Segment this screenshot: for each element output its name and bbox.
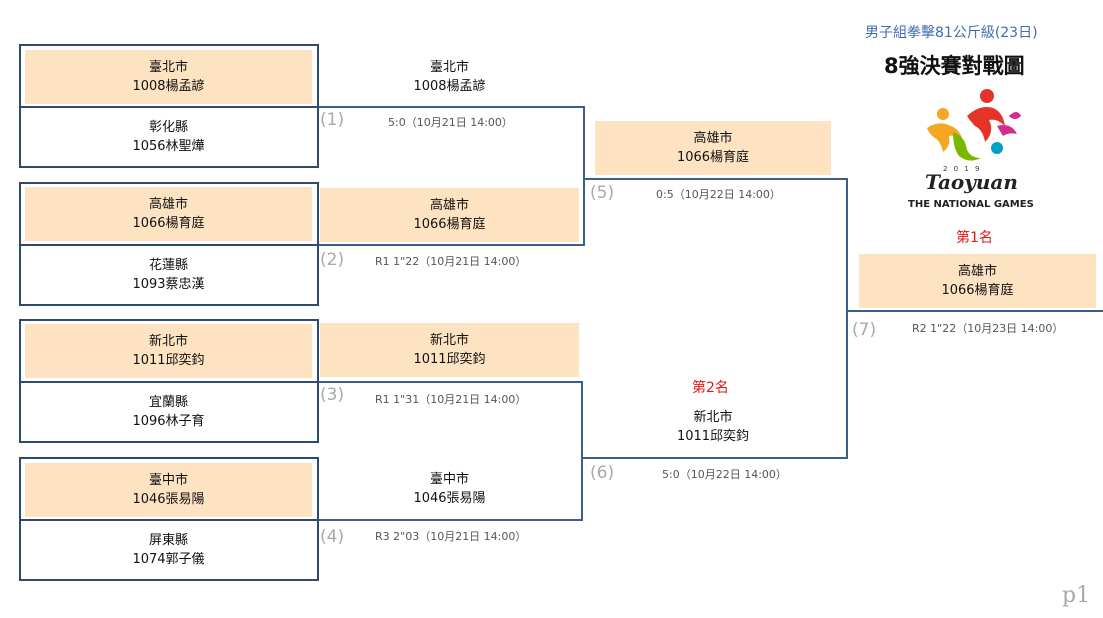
entrant-name: 1074郭子儀 — [132, 552, 205, 567]
winner-name: 1011邱奕鈞 — [413, 352, 486, 367]
connector-line — [319, 244, 585, 246]
connector-line — [583, 178, 848, 180]
winner-city: 新北市 — [429, 333, 469, 348]
logo-year: 2 0 1 9 — [943, 165, 982, 173]
match-result: R1 1"22（10月21日 14:00） — [375, 255, 527, 268]
entrant-slot-8: 屏東縣 1074郭子儀 — [25, 523, 312, 577]
entrant-slot-6: 宜蘭縣 1096林子育 — [25, 385, 312, 439]
connector-line — [581, 381, 583, 521]
connector-line — [319, 106, 585, 108]
entrant-city: 屏東縣 — [148, 533, 188, 548]
winner-city: 臺中市 — [429, 472, 469, 487]
match-result: 5:0（10月22日 14:00） — [662, 468, 787, 481]
entrant-city: 彰化縣 — [148, 120, 188, 135]
divider — [19, 106, 319, 108]
match-result: R2 1"22（10月23日 14:00） — [912, 322, 1064, 335]
winner-name: 1066楊育庭 — [413, 217, 486, 232]
first-place-label: 第1名 — [956, 230, 993, 246]
semifinal-winner-1: 高雄市 1066楊育庭 — [595, 121, 831, 175]
round1-winner-4: 臺中市 1046張易陽 — [320, 462, 579, 516]
round1-winner-1: 臺北市 1008楊孟諺 — [320, 50, 579, 104]
connector-line — [319, 381, 583, 383]
champion-name: 1066楊育庭 — [941, 283, 1014, 298]
champion-city: 高雄市 — [957, 264, 997, 279]
entrant-city: 花蓮縣 — [148, 258, 188, 273]
entrant-name: 1046張易陽 — [132, 492, 205, 507]
round1-winner-2: 高雄市 1066楊育庭 — [320, 188, 579, 242]
event-subtitle: 男子組拳擊81公斤級(23日) — [865, 25, 1038, 41]
champion-slot: 高雄市 1066楊育庭 — [859, 254, 1096, 308]
semifinal-winner-2: 新北市 1011邱奕鈞 — [595, 400, 831, 454]
entrant-city: 臺中市 — [148, 473, 188, 488]
entrant-name: 1011邱奕鈞 — [132, 353, 205, 368]
match-number: (6) — [590, 463, 615, 483]
match-result: 0:5（10月22日 14:00） — [656, 188, 781, 201]
entrant-city: 臺北市 — [148, 60, 188, 75]
entrant-slot-4: 花蓮縣 1093蔡忠漢 — [25, 248, 312, 302]
winner-name: 1011邱奕鈞 — [676, 429, 750, 444]
entrant-slot-5: 新北市 1011邱奕鈞 — [25, 324, 312, 378]
match-number: (2) — [320, 250, 345, 270]
connector-line — [846, 310, 1103, 312]
page-number: p1 — [1062, 583, 1091, 608]
entrant-slot-7: 臺中市 1046張易陽 — [25, 463, 312, 517]
connector-line — [846, 178, 848, 459]
entrant-name: 1093蔡忠漢 — [132, 277, 205, 292]
winner-name: 1008楊孟諺 — [413, 79, 486, 94]
winner-name: 1046張易陽 — [413, 491, 486, 506]
match-number: (1) — [320, 110, 345, 130]
winner-city: 高雄市 — [429, 198, 469, 213]
entrant-slot-3: 高雄市 1066楊育庭 — [25, 187, 312, 241]
winner-name: 1066楊育庭 — [676, 150, 750, 165]
entrant-city: 新北市 — [148, 334, 188, 349]
logo-figures-icon — [927, 89, 1021, 161]
logo-brand: Taoyuan — [925, 170, 1018, 194]
match-result: R3 2"03（10月21日 14:00） — [375, 530, 527, 543]
round1-winner-3: 新北市 1011邱奕鈞 — [320, 323, 579, 377]
second-place-label: 第2名 — [692, 380, 729, 396]
entrant-name: 1096林子育 — [132, 414, 205, 429]
divider — [19, 381, 319, 383]
winner-city: 高雄市 — [693, 131, 733, 146]
match-number: (7) — [852, 320, 877, 340]
entrant-name: 1066楊育庭 — [132, 216, 205, 231]
match-number: (5) — [590, 183, 615, 203]
match-number: (4) — [320, 527, 345, 547]
entrant-name: 1008楊孟諺 — [132, 79, 205, 94]
winner-city: 新北市 — [693, 410, 733, 425]
match-number: (3) — [320, 385, 345, 405]
entrant-slot-1: 臺北市 1008楊孟諺 — [25, 50, 312, 104]
connector-line — [581, 457, 848, 459]
entrant-slot-2: 彰化縣 1056林聖燁 — [25, 110, 312, 164]
entrant-city: 高雄市 — [148, 197, 188, 212]
divider — [19, 244, 319, 246]
connector-line — [583, 106, 585, 246]
connector-line — [319, 519, 583, 521]
entrant-name: 1056林聖燁 — [132, 139, 205, 154]
match-result: R1 1"31（10月21日 14:00） — [375, 393, 527, 406]
taoyuan-games-logo: 2 0 1 9 Taoyuan THE NATIONAL GAMES — [905, 86, 1035, 216]
winner-city: 臺北市 — [429, 60, 469, 75]
bracket-title: 8強決賽對戰圖 — [884, 54, 1025, 78]
entrant-city: 宜蘭縣 — [148, 395, 188, 410]
divider — [19, 519, 319, 521]
logo-caption: THE NATIONAL GAMES — [908, 199, 1034, 210]
match-result: 5:0（10月21日 14:00） — [388, 116, 513, 129]
